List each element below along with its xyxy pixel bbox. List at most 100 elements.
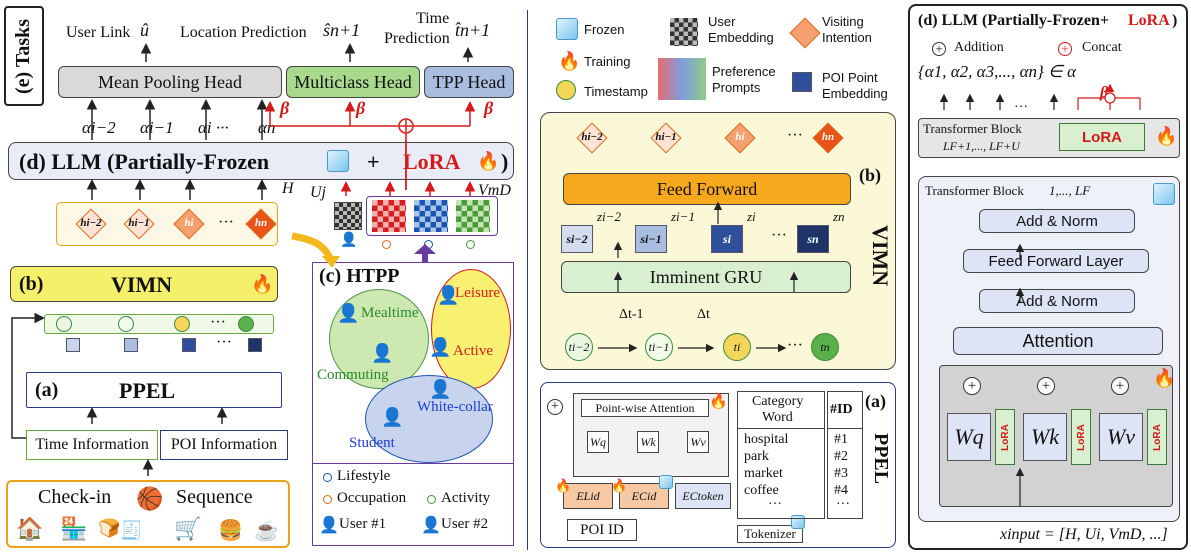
ppel-detail-tag: (a) [865, 391, 886, 411]
addition-legend: Addition [954, 40, 1004, 55]
llm-detail-title-end: ) [1172, 12, 1178, 29]
visiting-legend: Visiting [822, 14, 864, 29]
active-label: Active [453, 343, 493, 359]
id-item: #3 [834, 466, 848, 481]
user2-icon: 👤 [421, 517, 441, 534]
poi-point-embedding [182, 338, 196, 352]
htpp-divider [313, 463, 513, 464]
htpp-title: (c) HTPP [319, 265, 400, 287]
t-node: ti−2 [565, 333, 593, 361]
addition-node: + [1037, 377, 1055, 395]
dots: ··· [216, 334, 232, 351]
wq-box: Wq [947, 413, 991, 461]
user-icon: 👤 [429, 337, 452, 357]
z-label: zi−2 [597, 209, 621, 224]
h-node-label: hi [735, 131, 745, 143]
occupation-legend: Occupation [337, 490, 407, 506]
white-collar-cluster [365, 375, 493, 463]
id-item: #1 [834, 432, 848, 447]
ppel-bar: (a) PPEL [26, 372, 282, 408]
ppel-detail-box: (a) PPEL + Point-wise Attention 🔥 Wq Wk … [540, 382, 896, 548]
flame-icon: 🔥 [709, 394, 728, 410]
tasks-label: (e) Tasks [4, 6, 44, 106]
z-label: zi [747, 209, 756, 224]
dots: ··· [787, 337, 803, 354]
vimn-detail-box: (b) VIMN hi−2 hi−1 hi ··· hn Feed Forwar… [540, 112, 896, 370]
llm-detail-box: (d) LLM (Partially-Frozen+ LoRA ) + Addi… [908, 4, 1188, 550]
llm-bar-plus: + [367, 149, 380, 174]
wv-box: Wv [687, 431, 709, 453]
timestamp-node [56, 316, 72, 332]
user-icon: 👤 [337, 303, 360, 323]
h-label: H [282, 180, 294, 197]
user1-icon: 👤 [319, 517, 339, 534]
user-icon: 👤 [371, 343, 394, 363]
lifestyle-legend-dot [323, 473, 332, 482]
addition-node: + [963, 377, 981, 395]
beta-label: β [1100, 84, 1109, 101]
llm-detail-lora: LoRA [1128, 12, 1170, 29]
llm-bar-prefix: (d) LLM (Partially-Frozen [19, 149, 270, 174]
poi-legend-icon [792, 72, 812, 92]
occupation-legend-dot [323, 495, 332, 504]
user-embedding-legend: User [708, 14, 736, 29]
training-legend-icon: 🔥 [558, 51, 581, 71]
transformer-block-lora: Transformer Block LF+1,..., LF+U LoRA 🔥 [918, 118, 1180, 158]
lifestyle-legend: Lifestyle [337, 468, 391, 484]
preference-prompt-blue [414, 200, 448, 232]
id-item: ··· [836, 497, 850, 512]
dots: ··· [1014, 100, 1028, 115]
user-embedding-legend-2: Embedding [708, 30, 774, 45]
timestamp-legend-icon [556, 80, 576, 100]
llm-detail-title: (d) LLM (Partially-Frozen+ [918, 12, 1109, 29]
shop-icon: 🏪 [60, 516, 88, 541]
mealtime-cluster [329, 289, 429, 389]
user-icon: 👤 [437, 285, 460, 305]
checkin-sequence-box: Check-in Sequence 🏠 🏪 🍞 🧾 🏀 🛒 🍔 ☕ [6, 480, 290, 548]
s-node: sn [797, 225, 829, 253]
vimn-detail-title: VIMN [868, 225, 893, 287]
occupation-dot [382, 240, 391, 249]
wk-box: Wk [1023, 413, 1067, 461]
flame-icon: 🔥 [1153, 368, 1176, 388]
user2-legend: User #2 [441, 516, 489, 532]
activity-dot [466, 240, 475, 249]
dots: ··· [210, 314, 226, 331]
beta-label-1: β [280, 98, 290, 118]
h-node-label: hi−2 [581, 131, 603, 143]
time-label: Time [416, 10, 450, 27]
frozen-icon [659, 475, 673, 489]
id-item: #4 [834, 483, 848, 498]
frozen-legend-icon [556, 18, 578, 40]
tb-lora-range: LF+1,..., LF+U [943, 139, 1020, 153]
s-node: si [711, 225, 743, 253]
category-table: Category Word hospital park market coffe… [737, 391, 825, 519]
home-icon: 🏠 [16, 516, 44, 541]
flame-icon: 🔥 [611, 478, 628, 493]
activity-legend: Activity [441, 490, 491, 506]
user-link-symbol: û [140, 20, 149, 40]
mealtime-label: Mealtime [361, 305, 419, 321]
addition-icon: + [932, 42, 946, 56]
training-legend: Training [584, 54, 631, 69]
h-node-label: hi−1 [128, 217, 150, 229]
receipt-icon: 🧾 [120, 520, 143, 540]
dots: ··· [771, 227, 787, 244]
poi-information-box: POI Information [160, 430, 288, 460]
user-icon: 👤 [429, 379, 452, 399]
ppel-title: PPEL [119, 378, 176, 403]
addition-node: + [547, 399, 563, 415]
frozen-legend: Frozen [584, 22, 625, 37]
checkin-label: Check-in [38, 486, 112, 508]
user1-legend: User #1 [339, 516, 387, 532]
activity-legend-dot [427, 495, 436, 504]
e-cid-box: ECid [619, 483, 669, 509]
category-header-2: Word [762, 410, 793, 425]
time-label-2: Prediction [384, 30, 450, 47]
category-item: coffee [744, 483, 779, 498]
preference-legend: Preference [712, 64, 776, 79]
add-norm-box: Add & Norm [979, 289, 1135, 313]
alpha-label: αi−2 [82, 118, 116, 137]
ppel-detail-title: PPEL [870, 433, 892, 485]
panel-divider [527, 10, 528, 550]
